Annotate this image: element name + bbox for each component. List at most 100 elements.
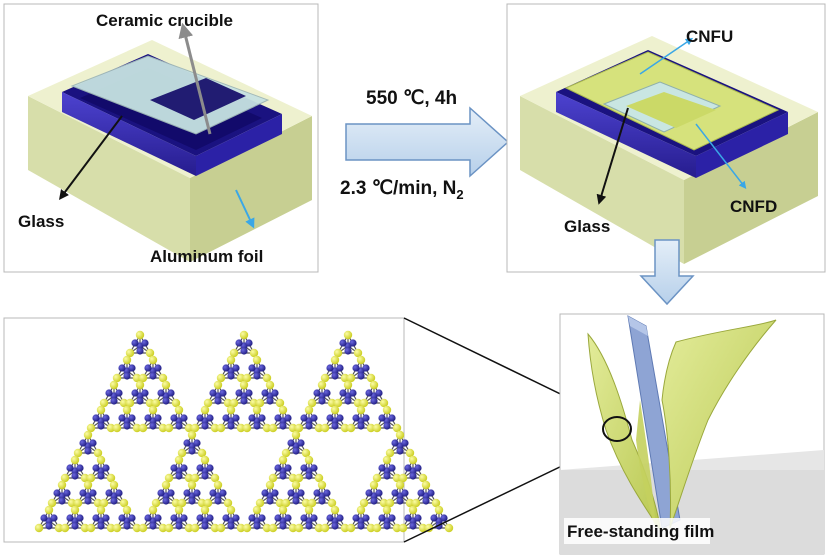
carbon-atom <box>86 423 96 433</box>
carbon-atom <box>119 498 129 508</box>
carbon-atom <box>275 498 285 508</box>
nitrogen-atom <box>115 389 123 397</box>
nitrogen-atom <box>50 514 58 522</box>
carbon-atom <box>210 473 220 483</box>
nitrogen-atom <box>305 472 313 480</box>
carbon-atom <box>340 423 350 433</box>
carbon-atom <box>99 498 109 508</box>
label-glass-left: Glass <box>18 212 64 231</box>
carbon-atom <box>249 348 259 358</box>
nitrogen-atom <box>383 522 391 530</box>
nitrogen-atom <box>318 497 326 505</box>
nitrogen-atom <box>339 339 347 347</box>
carbon-atom <box>44 505 54 515</box>
nitrogen-atom <box>222 514 230 522</box>
nitrogen-atom <box>279 522 287 530</box>
nitrogen-atom <box>219 389 227 397</box>
nitrogen-atom <box>261 489 269 497</box>
nitrogen-atom <box>183 439 191 447</box>
carbon-atom <box>138 523 148 533</box>
carbon-atom <box>307 498 317 508</box>
nitrogen-atom <box>123 372 131 380</box>
carbon-atom <box>291 430 301 440</box>
nitrogen-atom <box>331 372 339 380</box>
nitrogen-atom <box>383 422 391 430</box>
carbon-atom <box>54 523 64 533</box>
carbon-atom <box>252 355 262 365</box>
nitrogen-atom <box>326 364 334 372</box>
carbon-atom <box>132 523 142 533</box>
nitrogen-atom <box>79 439 87 447</box>
nitrogen-atom <box>76 464 84 472</box>
ceramic-crucible-after <box>520 36 818 264</box>
carbon-atom <box>327 498 337 508</box>
nitrogen-atom <box>357 522 365 530</box>
nitrogen-atom <box>92 514 100 522</box>
carbon-atom <box>262 423 272 433</box>
carbon-atom <box>314 473 324 483</box>
carbon-atom <box>145 398 155 408</box>
carbon-atom <box>171 398 181 408</box>
nitrogen-atom <box>232 414 240 422</box>
carbon-atom <box>132 373 142 383</box>
nitrogen-atom <box>245 389 253 397</box>
nitrogen-atom <box>154 414 162 422</box>
carbon-atom <box>252 405 262 415</box>
nitrogen-atom <box>404 464 412 472</box>
carbon-atom <box>288 523 298 533</box>
nitrogen-atom <box>430 514 438 522</box>
carbon-atom <box>392 523 402 533</box>
carbon-atom <box>174 455 184 465</box>
nitrogen-atom <box>66 514 74 522</box>
nitrogen-atom <box>89 439 97 447</box>
carbon-atom <box>301 448 311 458</box>
nitrogen-atom <box>76 514 84 522</box>
carbon-atom <box>197 448 207 458</box>
carbon-atom <box>242 423 252 433</box>
carbon-atom <box>112 423 122 433</box>
carbon-atom <box>122 355 132 365</box>
nitrogen-atom <box>279 472 287 480</box>
panel-crucible-after: CNFU CNFD Glass <box>506 3 826 273</box>
carbon-atom <box>343 330 353 340</box>
nitrogen-atom <box>131 339 139 347</box>
nitrogen-atom <box>409 522 417 530</box>
carbon-atom <box>379 498 389 508</box>
carbon-atom <box>418 523 428 533</box>
carbon-atom <box>60 523 70 533</box>
carbon-atom <box>93 448 103 458</box>
nitrogen-atom <box>378 464 386 472</box>
carbon-atom <box>190 473 200 483</box>
panel-molecular-structure <box>3 317 454 543</box>
ramp-rate-text: 2.3 ℃/min, N <box>340 178 456 199</box>
nitrogen-atom <box>357 372 365 380</box>
carbon-atom <box>174 405 184 415</box>
carbon-atom <box>395 480 405 490</box>
nitrogen-atom <box>274 464 282 472</box>
carbon-atom <box>372 473 382 483</box>
nitrogen-atom <box>110 397 118 405</box>
carbon-atom <box>177 498 187 508</box>
nitrogen-atom <box>71 472 79 480</box>
nitrogen-atom <box>240 347 248 355</box>
nitrogen-atom <box>154 364 162 372</box>
nitrogen-atom <box>305 422 313 430</box>
carbon-atom <box>106 423 116 433</box>
process-arrow: 550 ℃, 4h 2.3 ℃/min, N2 <box>340 88 510 202</box>
carbon-atom <box>301 498 311 508</box>
nitrogen-atom <box>248 514 256 522</box>
nitrogen-atom <box>196 514 204 522</box>
nitrogen-atom <box>180 514 188 522</box>
carbon-atom <box>138 373 148 383</box>
label-ramp-atmosphere: 2.3 ℃/min, N2 <box>340 178 464 202</box>
nitrogen-atom <box>391 489 399 497</box>
nitrogen-atom <box>370 397 378 405</box>
nitrogen-atom <box>362 364 370 372</box>
nitrogen-atom <box>253 372 261 380</box>
nitrogen-subscript: 2 <box>456 187 463 202</box>
carbon-atom <box>216 523 226 533</box>
nitrogen-atom <box>310 464 318 472</box>
panel-crucible-before: Ceramic crucible Glass Aluminum foil <box>3 3 319 273</box>
nitrogen-atom <box>414 514 422 522</box>
carbon-atom <box>398 523 408 533</box>
